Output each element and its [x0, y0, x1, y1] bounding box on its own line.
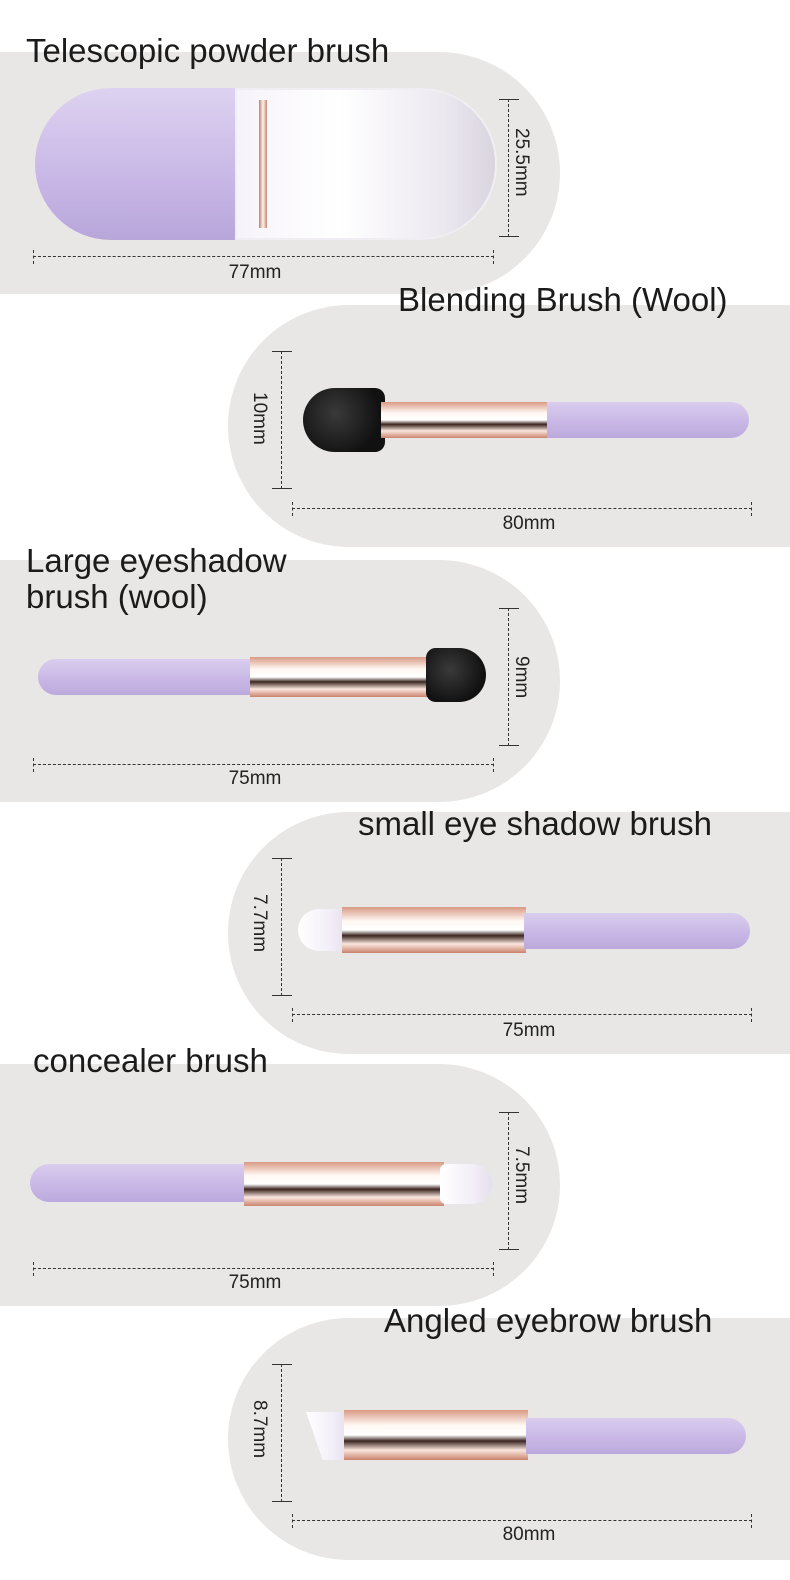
width-dimension-line	[272, 351, 293, 489]
length-dimension-label: 80mm	[502, 1524, 556, 1545]
blending-brush-image	[303, 388, 749, 452]
length-dimension-line	[33, 250, 494, 268]
brush-title: Telescopic powder brush	[26, 32, 390, 69]
width-dimension-label: 7.5mm	[511, 1146, 532, 1205]
small-eyeshadow-brush-image	[298, 905, 750, 955]
width-dimension-label: 25.5mm	[511, 128, 532, 197]
length-dimension-line	[33, 1262, 494, 1280]
concealer-brush-image	[30, 1160, 492, 1208]
length-dimension-line	[292, 502, 752, 520]
length-dimension-line	[33, 758, 494, 776]
brush-title: Blending Brush (Wool)	[398, 281, 728, 318]
length-dimension-label: 80mm	[502, 513, 556, 534]
length-dimension-label: 75mm	[228, 768, 282, 789]
length-dimension-line	[292, 1008, 752, 1026]
telescopic-brush-image	[35, 88, 497, 240]
length-dimension-label: 77mm	[228, 262, 282, 283]
width-dimension-line	[499, 99, 520, 237]
brush-title: Large eyeshadow brush (wool)	[26, 542, 287, 615]
large-eyeshadow-brush-image	[38, 648, 486, 702]
brush-title: concealer brush	[33, 1042, 268, 1079]
length-dimension-label: 75mm	[228, 1272, 282, 1293]
width-dimension-line	[272, 1364, 293, 1502]
width-dimension-label: 8.7mm	[249, 1400, 270, 1459]
brush-title: Angled eyebrow brush	[384, 1302, 713, 1339]
width-dimension-line	[499, 608, 520, 746]
brush-title: small eye shadow brush	[358, 805, 713, 842]
width-dimension-label: 9mm	[511, 656, 532, 699]
length-dimension-line	[292, 1514, 752, 1532]
width-dimension-line	[499, 1112, 520, 1250]
width-dimension-label: 10mm	[249, 392, 270, 445]
width-dimension-label: 7.7mm	[249, 894, 270, 953]
width-dimension-line	[272, 858, 293, 996]
angled-eyebrow-brush-image	[306, 1410, 746, 1462]
length-dimension-label: 75mm	[502, 1020, 556, 1041]
